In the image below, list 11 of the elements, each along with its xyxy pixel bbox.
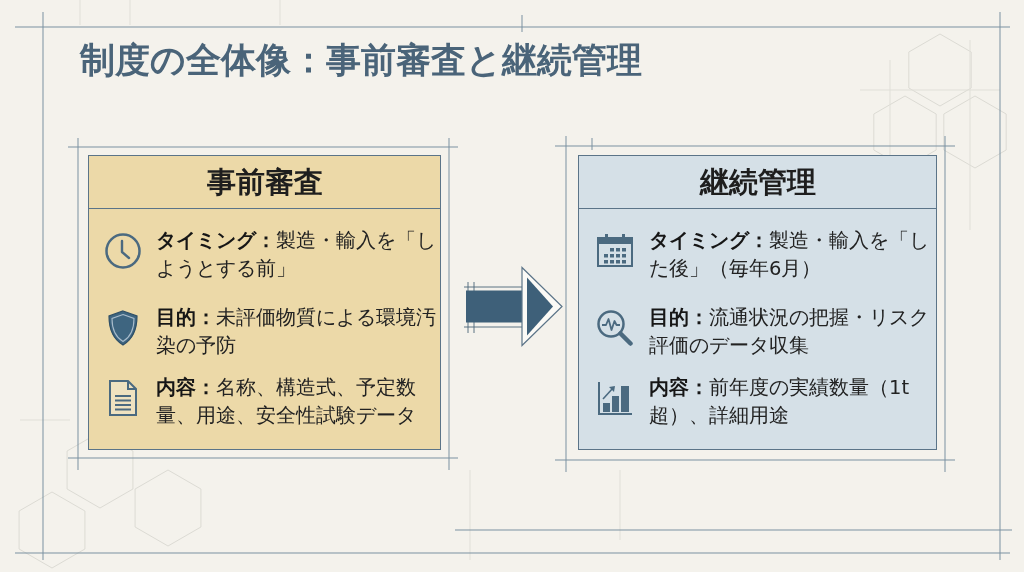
item-text: 目的：未評価物質による環境汚染の予防 <box>156 305 437 359</box>
item-text: タイミング：製造・輸入を「した後」（毎年6月） <box>649 228 930 282</box>
panel-box <box>88 155 441 450</box>
item-text: 内容：前年度の実績数量（1t超）、詳細用途 <box>649 375 911 429</box>
panel-box <box>578 155 937 450</box>
title: 制度の全体像：事前審査と継続管理 <box>80 40 642 81</box>
item-text: 内容：名称、構造式、予定数量、用途、安全性試験データ <box>156 375 417 429</box>
item-text: タイミング：製造・輸入を「しようとする前」 <box>156 228 437 282</box>
panel-heading: 事前審査 <box>206 164 323 200</box>
panel-heading: 継続管理 <box>699 164 816 200</box>
item-text: 目的：流通状況の把握・リスク評価のデータ収集 <box>649 305 930 359</box>
